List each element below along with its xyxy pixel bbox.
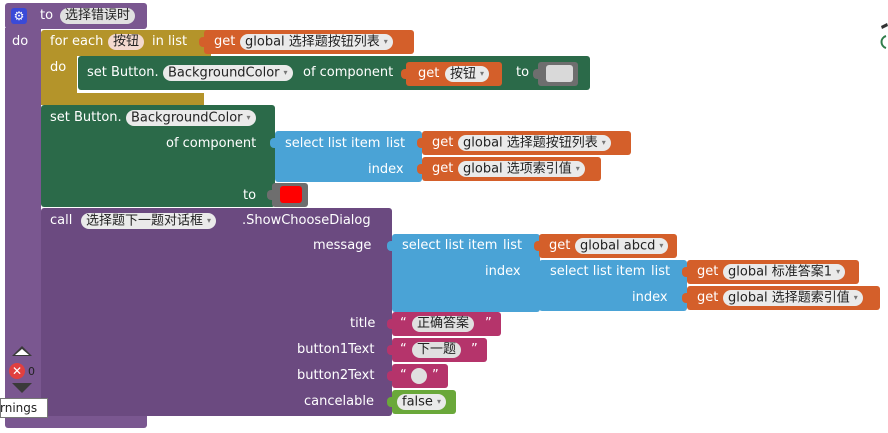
get-button-list-dropdown-2[interactable]: global 选择题按钮列表▾ bbox=[458, 135, 611, 151]
input-notch bbox=[682, 293, 687, 303]
of-component-label-2: of component bbox=[166, 136, 257, 151]
component-dropdown[interactable]: 选择题下一题对话框▾ bbox=[81, 213, 217, 229]
param-message-label: message bbox=[313, 238, 372, 253]
close-quote: ” bbox=[485, 316, 492, 331]
foreach-label: for each bbox=[50, 34, 104, 49]
foreach-var-field[interactable]: 按钮 bbox=[108, 34, 145, 50]
warnings-label: rnings bbox=[0, 401, 38, 415]
input-notch bbox=[401, 69, 406, 79]
input-notch bbox=[417, 164, 422, 174]
procedure-body-left bbox=[5, 28, 41, 420]
select-list-item-block-2[interactable] bbox=[392, 234, 540, 312]
of-component-label-1: of component bbox=[303, 65, 394, 80]
open-quote: “ bbox=[400, 316, 407, 331]
param-button2-label: button2Text bbox=[297, 368, 375, 383]
error-icon[interactable]: ✕ bbox=[9, 363, 25, 379]
close-quote: ” bbox=[471, 342, 478, 357]
get-label: get bbox=[214, 34, 236, 49]
select-list-item-label: select list item bbox=[402, 238, 498, 253]
property-dropdown-2[interactable]: BackgroundColor▾ bbox=[126, 110, 256, 126]
close-quote: ” bbox=[432, 368, 439, 383]
get-button-list-dropdown[interactable]: global 选择题按钮列表▾ bbox=[240, 34, 393, 50]
button2-string-field[interactable] bbox=[411, 368, 427, 384]
open-quote: “ bbox=[400, 368, 407, 383]
param-cancelable-label: cancelable bbox=[304, 394, 374, 409]
foreach-do-label: do bbox=[50, 60, 67, 75]
list-label: list bbox=[386, 136, 406, 151]
get-button-dropdown[interactable]: 按钮▾ bbox=[445, 66, 490, 82]
select-list-item-block-1[interactable] bbox=[275, 131, 422, 182]
procedure-to-label: to bbox=[40, 8, 54, 23]
select-list-item-label: select list item bbox=[550, 264, 646, 279]
to-label-1: to bbox=[516, 65, 530, 80]
input-notch bbox=[387, 397, 392, 407]
get-label: get bbox=[432, 161, 454, 176]
select-list-item-block-3[interactable] bbox=[539, 260, 687, 311]
list-label: list bbox=[651, 264, 671, 279]
get-std-answer-dropdown[interactable]: global 标准答案1▾ bbox=[723, 264, 846, 280]
get-label: get bbox=[697, 264, 719, 279]
method-label: .ShowChooseDialog bbox=[242, 213, 371, 228]
index-label: index bbox=[368, 162, 404, 177]
input-notch bbox=[387, 345, 392, 355]
set-button-label: set Button. bbox=[87, 65, 159, 80]
call-label: call bbox=[50, 213, 73, 228]
foreach-bottom bbox=[41, 93, 204, 105]
to-label-2: to bbox=[243, 188, 257, 203]
gear-icon[interactable]: ⚙ bbox=[11, 8, 27, 24]
input-notch bbox=[199, 37, 204, 47]
foreach-body-left bbox=[41, 55, 77, 95]
get-label: get bbox=[549, 238, 571, 253]
select-list-item-label: select list item bbox=[285, 136, 381, 151]
input-notch bbox=[270, 138, 275, 148]
trash-icon[interactable] bbox=[879, 22, 888, 50]
title-string-field[interactable]: 正确答案 bbox=[412, 316, 475, 332]
warnings-up-arrow-inner bbox=[15, 349, 29, 355]
property-dropdown-1[interactable]: BackgroundColor▾ bbox=[163, 65, 293, 81]
warnings-down-arrow[interactable] bbox=[12, 383, 32, 393]
procedure-do-label: do bbox=[12, 34, 29, 49]
input-notch bbox=[533, 69, 538, 79]
set-button-label: set Button. bbox=[50, 110, 122, 125]
input-notch bbox=[534, 267, 539, 277]
get-abcd-dropdown[interactable]: global abcd▾ bbox=[575, 238, 669, 254]
param-button1-label: button1Text bbox=[297, 342, 375, 357]
get-label: get bbox=[432, 135, 454, 150]
red-swatch[interactable] bbox=[280, 186, 302, 203]
get-option-index-dropdown[interactable]: global 选项索引值▾ bbox=[458, 161, 585, 177]
input-notch bbox=[387, 241, 392, 251]
get-question-index-dropdown[interactable]: global 选择题索引值▾ bbox=[723, 290, 863, 306]
input-notch bbox=[387, 319, 392, 329]
input-notch bbox=[417, 138, 422, 148]
get-label: get bbox=[418, 66, 440, 81]
input-notch bbox=[534, 241, 539, 251]
procedure-name-field[interactable]: 选择错误时 bbox=[60, 8, 136, 24]
warnings-label-box[interactable] bbox=[0, 398, 48, 418]
index-label: index bbox=[485, 264, 521, 279]
param-title-label: title bbox=[350, 316, 376, 331]
call-show-dialog-block[interactable] bbox=[41, 208, 392, 416]
grey-swatch[interactable] bbox=[546, 65, 573, 82]
get-label: get bbox=[697, 290, 719, 305]
foreach-in-list-label: in list bbox=[152, 34, 188, 49]
list-label: list bbox=[503, 238, 523, 253]
boolean-dropdown[interactable]: false▾ bbox=[397, 394, 446, 410]
input-notch bbox=[267, 190, 272, 200]
input-notch bbox=[682, 267, 687, 277]
index-label: index bbox=[632, 290, 668, 305]
error-count: 0 bbox=[28, 365, 35, 378]
input-notch bbox=[387, 371, 392, 381]
button1-string-field[interactable]: 下一题 bbox=[412, 342, 462, 358]
open-quote: “ bbox=[400, 342, 407, 357]
